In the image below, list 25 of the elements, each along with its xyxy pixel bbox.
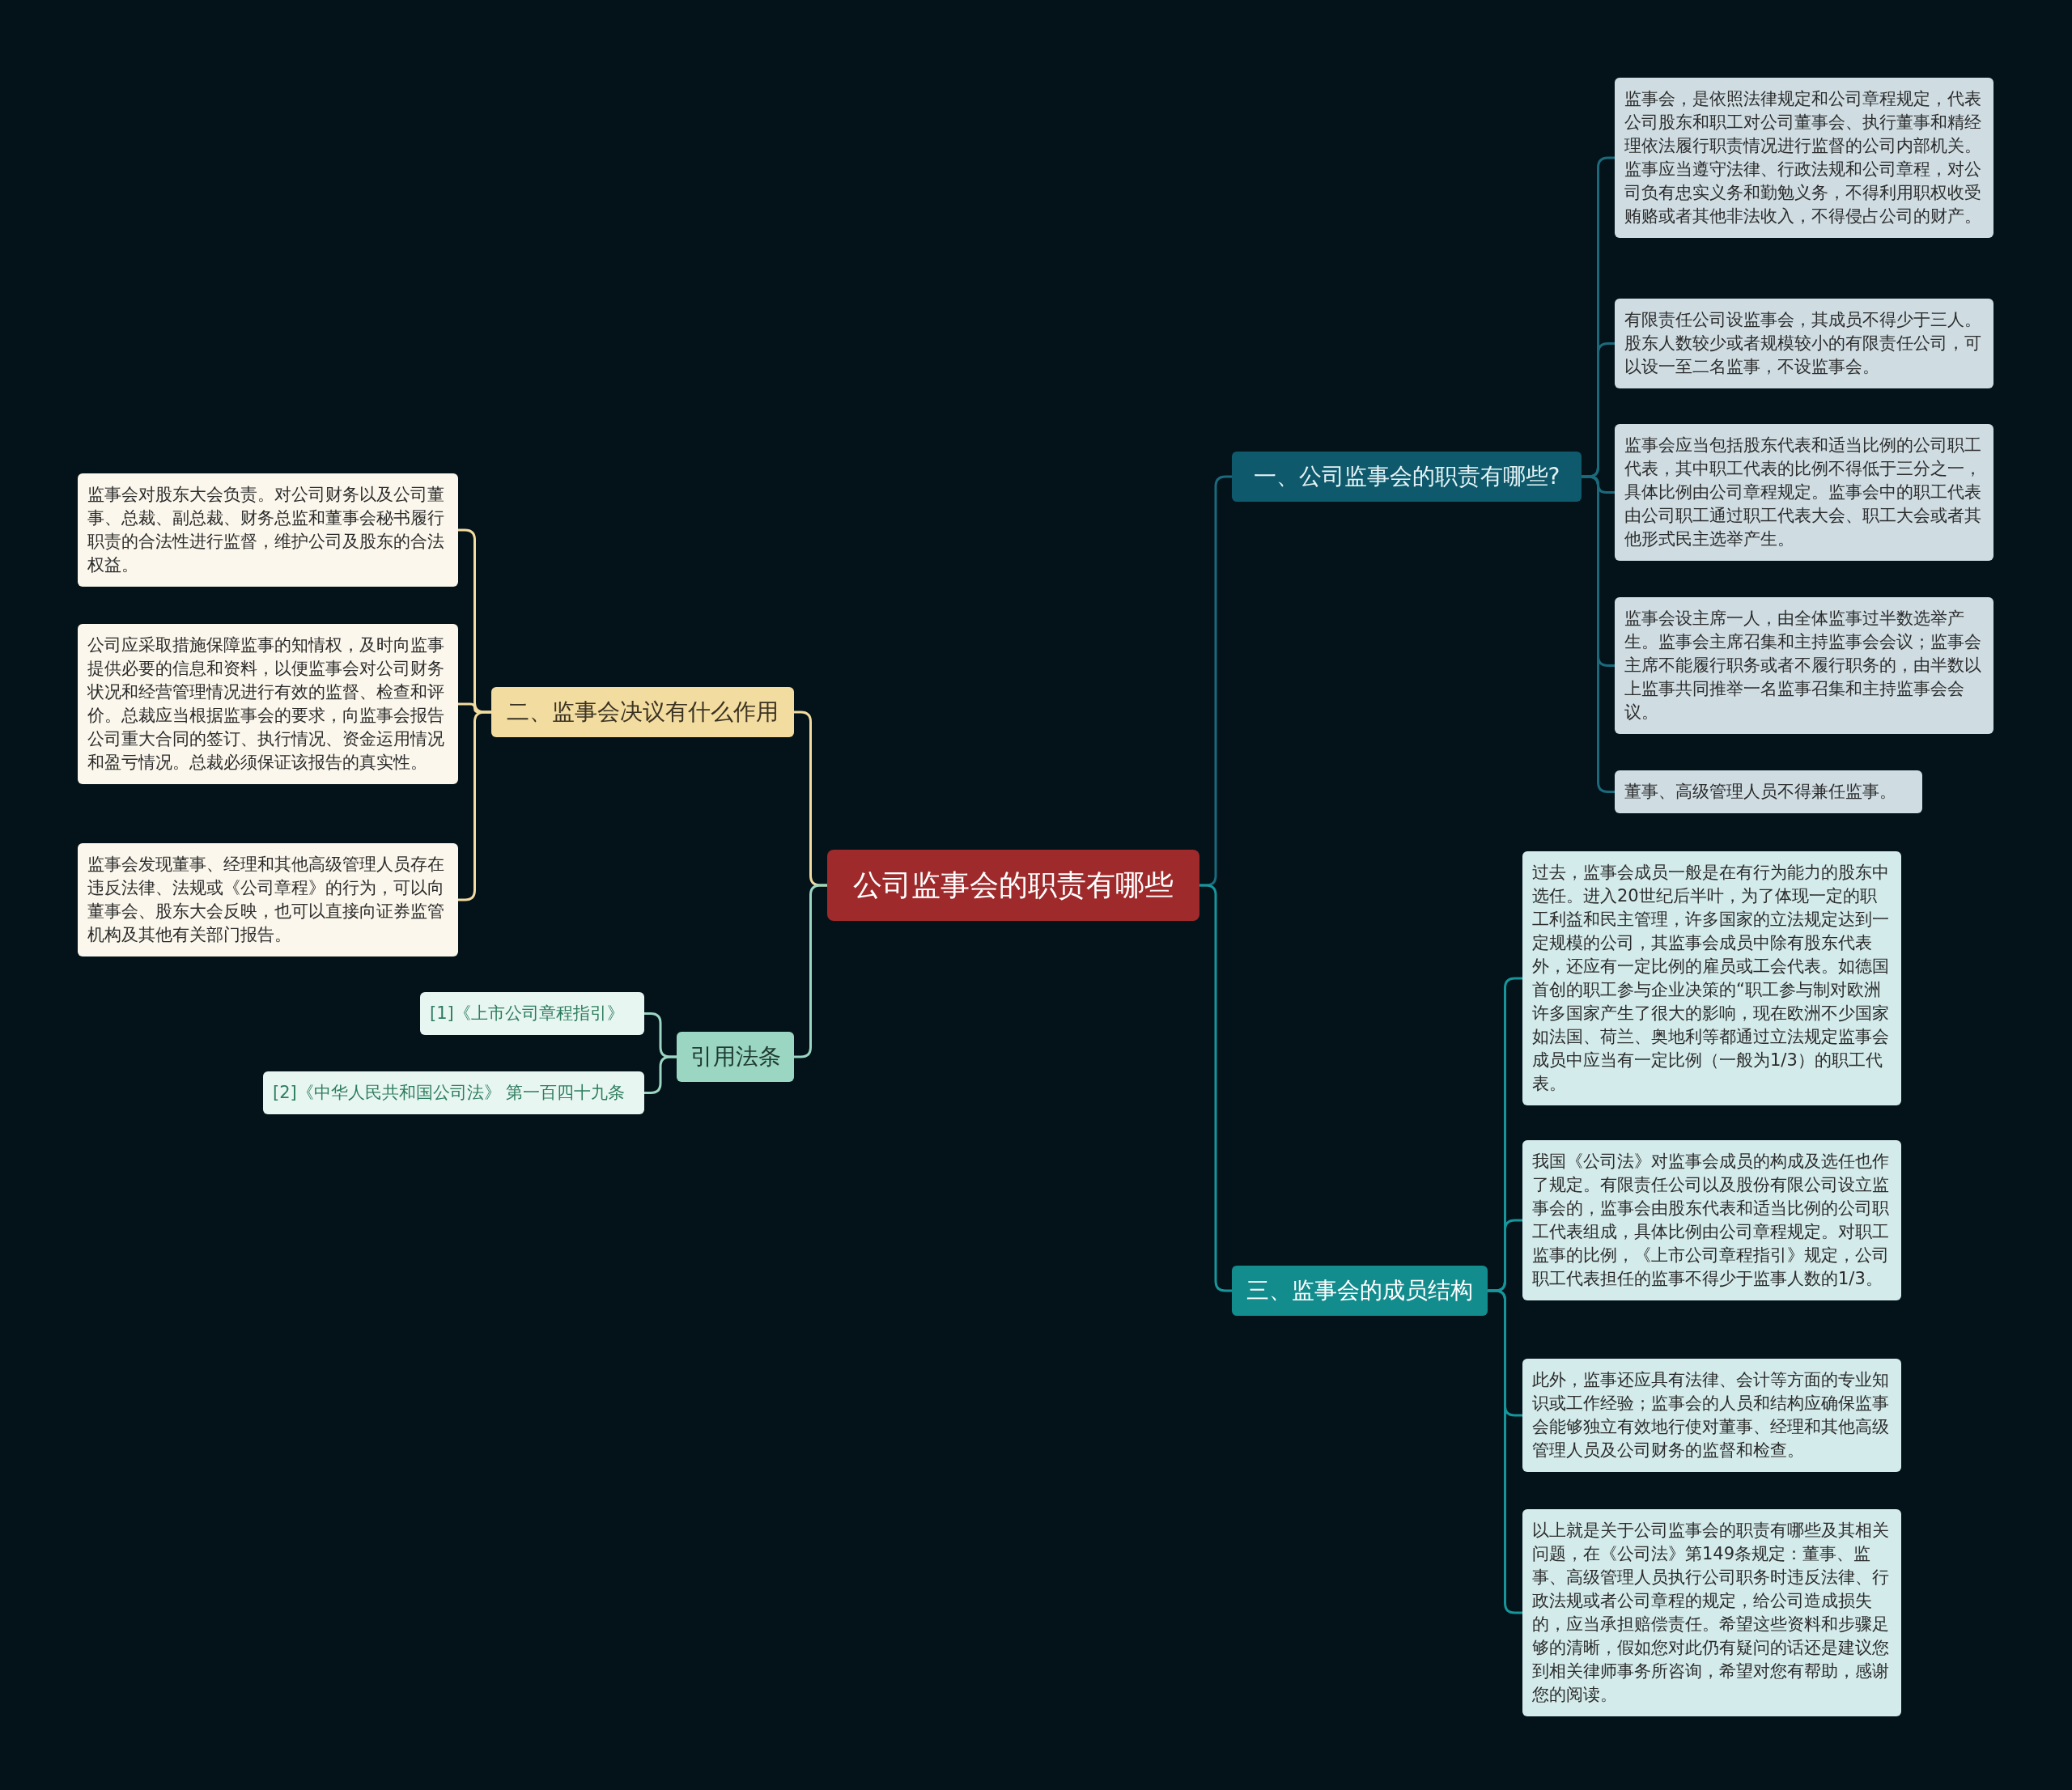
reference-card: [1]《上市公司章程指引》 — [420, 992, 644, 1035]
note-card: 公司应采取措施保障监事的知情权，及时向监事提供必要的信息和资料，以便监事会对公司财务状况和经营管理情况进行有效的监督、检查和评价。总裁应当根据监事会的要求，向监事会报告公司重大合同的签订、执行情况、资金运用情况和盈亏情况。总裁必须保证该报告的真实性。 — [78, 624, 458, 784]
note-card: 我国《公司法》对监事会成员的构成及选任也作了规定。有限责任公司以及股份有限公司设立监事会的，监事会由股东代表和适当比例的公司职工代表组成，具体比例由公司章程规定。对职工监事的比例，《上市公司章程指引》规定，公司职工代表担任的监事不得少于监事人数的1/3。 — [1522, 1140, 1901, 1300]
note-card: 以上就是关于公司监事会的职责有哪些及其相关问题，在《公司法》第149条规定：董事、监事、高级管理人员执行公司职务时违反法律、行政法规或者公司章程的规定，给公司造成损失的，应当承担赔偿责任。希望这些资料和步骤足够的清晰，假如您对此仍有疑问的话还是建议您到相关律师事务所咨询，希望对您有帮助，感谢您的阅读。 — [1522, 1509, 1901, 1716]
note-card: 过去，监事会成员一般是在有行为能力的股东中选任。进入20世纪后半叶，为了体现一定的职工利益和民主管理，许多国家的立法规定达到一定规模的公司，其监事会成员中除有股东代表外，还应有一定比例的雇员或工会代表。如德国首创的职工参与企业决策的“职工参与制对欧洲许多国家产生了很大的影响，现在欧洲不少国家如法国、荷兰、奥地利等都通过立法规定监事会成员中应当有一定比例（一般为1/3）的职工代表。 — [1522, 851, 1901, 1105]
connector-line — [1582, 475, 1615, 793]
connector-line — [1199, 884, 1232, 1292]
note-card: 监事会，是依照法律规定和公司章程规定，代表公司股东和职工对公司董事会、执行董事和精经理依法履行职责情况进行监督的公司内部机关。监事应当遵守法律、行政法规和公司章程，对公司负有忠实义务和勤勉义务，不得利用职权收受贿赂或者其他非法收入，不得侵占公司的财产。 — [1615, 78, 1993, 238]
note-card: 监事会设主席一人，由全体监事过半数选举产生。监事会主席召集和主持监事会会议；监事会主席不能履行职务或者不履行职务的，由半数以上监事共同推举一名监事召集和主持监事会会议。 — [1615, 597, 1993, 734]
topic-box: 二、监事会决议有什么作用 — [491, 687, 794, 737]
note-card: 董事、高级管理人员不得兼任监事。 — [1615, 770, 1922, 813]
note-card: 监事会发现董事、经理和其他高级管理人员存在违反法律、法规或《公司章程》的行为，可以向董事会、股东大会反映，也可以直接向证券监管机构及其他有关部门报告。 — [78, 843, 458, 957]
connector-line — [1488, 1289, 1522, 1614]
note-card: 有限责任公司设监事会，其成员不得少于三人。股东人数较少或者规模较小的有限责任公司，可以设一至二名监事，不设监事会。 — [1615, 299, 1993, 388]
reference-card: [2]《中华人民共和国公司法》 第一百四十九条 — [263, 1071, 644, 1114]
note-card: 监事会对股东大会负责。对公司财务以及公司董事、总裁、副总裁、财务总监和董事会秘书履行职责的合法性进行监督，维护公司及股东的合法权益。 — [78, 473, 458, 587]
connector-line — [794, 884, 827, 1058]
connector-line — [458, 710, 491, 901]
connector-line — [644, 1055, 677, 1094]
central-topic-box: 公司监事会的职责有哪些 — [827, 850, 1199, 921]
topic-box: 一、公司监事会的职责有哪些? — [1232, 452, 1582, 502]
note-card: 监事会应当包括股东代表和适当比例的公司职工代表，其中职工代表的比例不得低于三分之一，具体比例由公司章程规定。监事会中的职工代表由公司职工通过职工代表大会、职工大会或者其他形式民主选举产生。 — [1615, 424, 1993, 561]
note-card: 此外，监事还应具有法律、会计等方面的专业知识或工作经验；监事会的人员和结构应确保监事会能够独立有效地行使对董事、经理和其他高级管理人员及公司财务的监督和检查。 — [1522, 1359, 1901, 1472]
topic-box: 引用法条 — [677, 1032, 794, 1082]
topic-box: 三、监事会的成员结构 — [1232, 1266, 1488, 1316]
